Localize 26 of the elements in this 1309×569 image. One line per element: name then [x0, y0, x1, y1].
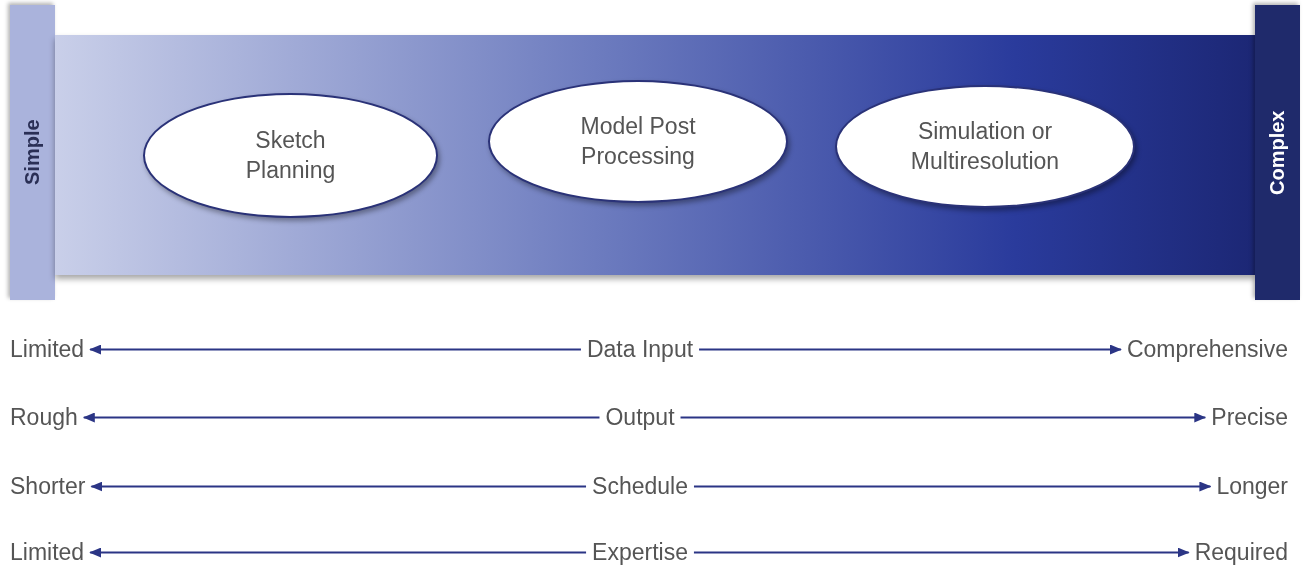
row-label: Precise	[1211, 406, 1288, 429]
row-label: Rough	[10, 406, 78, 429]
row-label: Schedule	[592, 475, 688, 498]
row-label: Limited	[10, 338, 85, 361]
process-ellipse: Sketch Planning	[143, 93, 438, 218]
row-label: Expertise	[592, 541, 688, 564]
arrow	[698, 344, 1122, 355]
arrow	[82, 412, 601, 423]
arrow	[692, 481, 1212, 492]
arrow	[89, 547, 588, 558]
row-label: Output	[605, 406, 675, 429]
arrow	[89, 344, 582, 355]
process-ellipse: Simulation or Multiresolution	[835, 85, 1135, 208]
row-label: Comprehensive	[1126, 338, 1288, 361]
end-bar: Complex	[1255, 5, 1300, 300]
row-label: Shorter	[10, 475, 86, 498]
process-ellipse: Model Post Processing	[488, 80, 788, 203]
arrow	[679, 412, 1207, 423]
row-label: Data Input	[586, 338, 694, 361]
row-label: Required	[1194, 541, 1288, 564]
row-label: Longer	[1216, 475, 1288, 498]
row-label: Limited	[10, 541, 85, 564]
gradient-band	[55, 35, 1255, 275]
arrow	[90, 481, 588, 492]
end-bar: Simple	[10, 5, 55, 300]
arrow	[692, 547, 1190, 558]
